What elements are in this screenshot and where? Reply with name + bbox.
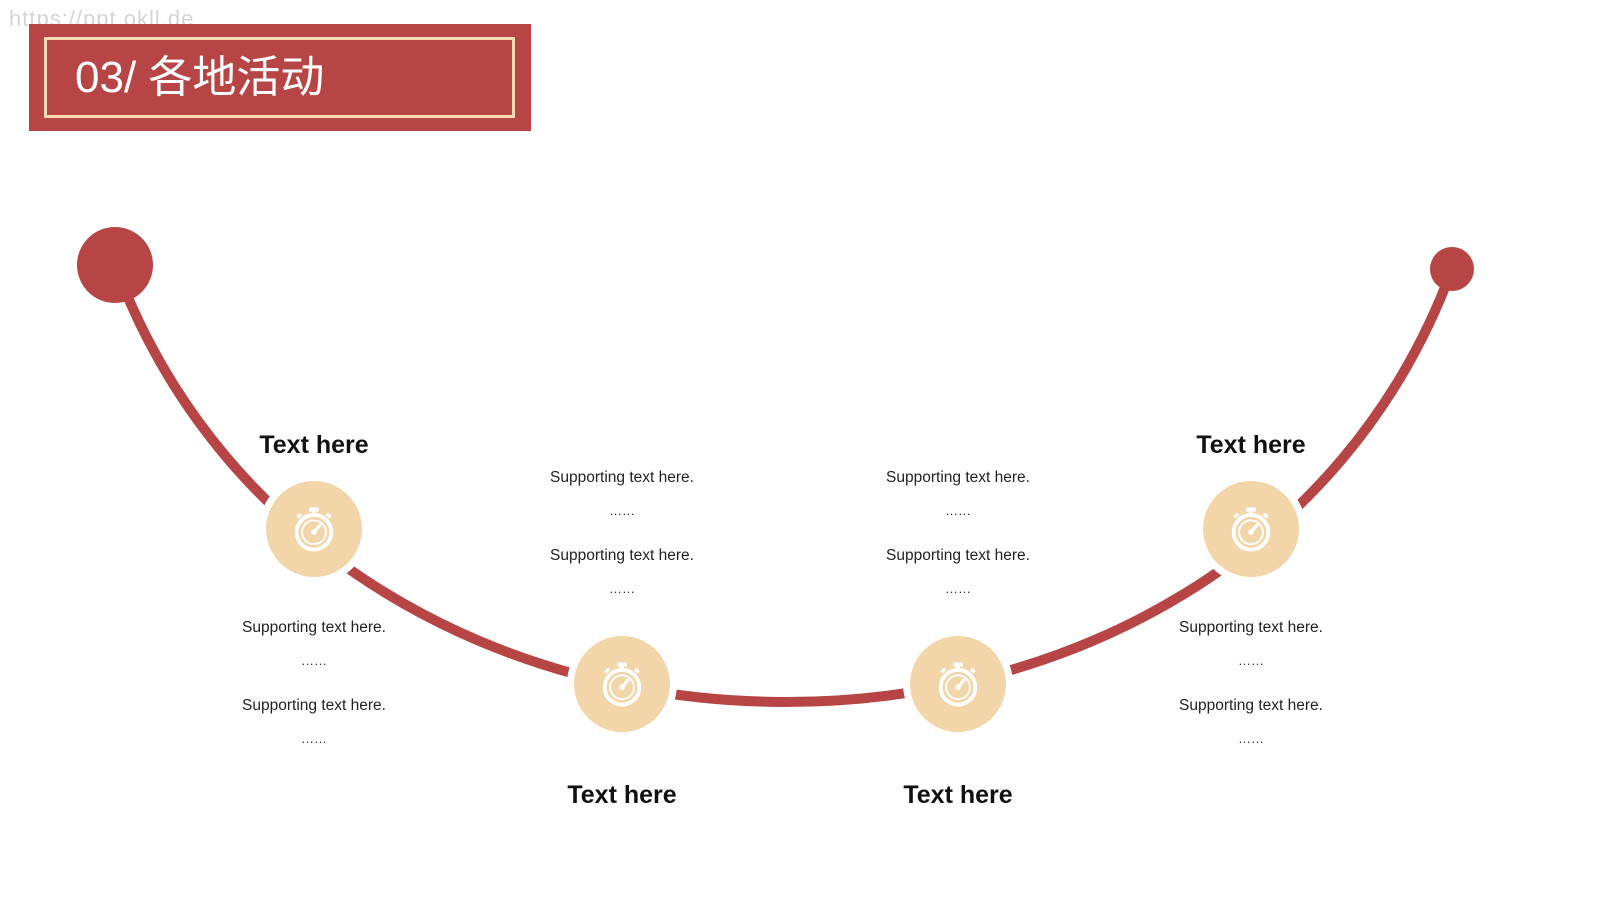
title-banner: 03/ 各地活动 [29,24,531,131]
step-4-heading: Text here [1196,431,1306,459]
step-4-text: Supporting text here. …… Supporting text… [1121,611,1381,755]
step-1-line-4: …… [301,731,327,746]
stopwatch-icon [294,507,334,552]
step-2-line-2: …… [609,503,635,518]
timeline-node-2 [574,636,670,732]
step-4-line-4: …… [1238,731,1264,746]
step-1-text: Supporting text here. …… Supporting text… [184,611,444,755]
step-2-text: Supporting text here. …… Supporting text… [492,461,752,605]
step-3-line-2: …… [945,503,971,518]
timeline-node-3 [910,636,1006,732]
timeline-node-4 [1203,481,1299,577]
stopwatch-icon [602,662,642,707]
step-4-line-1: Supporting text here. [1179,619,1323,636]
step-3-line-1: Supporting text here. [886,469,1030,486]
step-3-line-3: Supporting text here. [886,547,1030,564]
page-title: 03/ 各地活动 [75,53,325,102]
step-2-line-1: Supporting text here. [550,469,694,486]
timeline-start-dot [77,227,153,303]
step-3-heading: Text here [903,781,1013,809]
stopwatch-icon [1231,507,1271,552]
step-1-line-2: …… [301,653,327,668]
step-2-heading: Text here [567,781,677,809]
step-2-line-4: …… [609,581,635,596]
title-frame: 03/ 各地活动 [44,37,515,118]
step-3-line-4: …… [945,581,971,596]
timeline-curve [110,260,1457,707]
step-1-line-1: Supporting text here. [242,619,386,636]
step-2-line-3: Supporting text here. [550,547,694,564]
step-4-line-2: …… [1238,653,1264,668]
timeline-node-1 [266,481,362,577]
timeline-end-dot [1430,247,1474,291]
step-4-line-3: Supporting text here. [1179,697,1323,714]
step-1-line-3: Supporting text here. [242,697,386,714]
step-1-heading: Text here [259,431,369,459]
step-3-text: Supporting text here. …… Supporting text… [828,461,1088,605]
stopwatch-icon [938,662,978,707]
